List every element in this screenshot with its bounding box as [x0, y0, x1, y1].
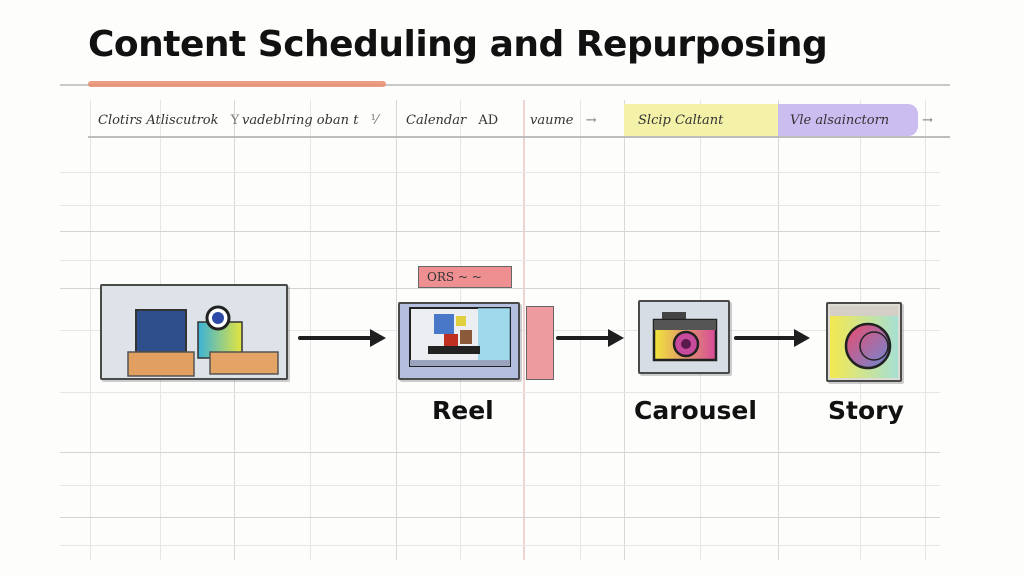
header-cell[interactable]: Clotirs Atliscutrok Y [98, 113, 240, 128]
reel-tag: ORS ~ ~ [418, 266, 512, 288]
grid-line [60, 288, 940, 289]
story-card[interactable] [826, 302, 902, 382]
arrow-right-icon: → [922, 113, 933, 128]
carousel-card[interactable] [638, 300, 730, 374]
reel-side-panel [526, 306, 554, 380]
header-divider [88, 136, 950, 138]
header-cell-highlight-yellow[interactable]: Slcip Caltant [624, 104, 778, 136]
header-cell-calendar[interactable]: Calendar AD [406, 113, 499, 128]
header-cell[interactable]: vaume → [530, 113, 597, 128]
video-reel-icon [409, 307, 511, 367]
camera-icon [652, 312, 718, 362]
source-content-card[interactable] [100, 284, 288, 380]
step-label-reel: Reel [432, 396, 494, 425]
story-circle-icon [830, 306, 898, 378]
grid-line [60, 485, 940, 486]
schedule-header-row: Clotirs Atliscutrok Y vadeblring oban t … [88, 104, 950, 136]
grid-line [60, 205, 940, 206]
grid-line [60, 172, 940, 173]
step-label-carousel: Carousel [634, 396, 757, 425]
header-cell[interactable]: vadeblring oban t ⅟ [242, 113, 378, 128]
grid-line [60, 231, 940, 232]
title-accent-stroke [88, 81, 386, 87]
grid-line [60, 260, 940, 261]
header-cell-highlight-purple[interactable]: Vle alsainctorn [778, 104, 918, 136]
grid-line [60, 545, 940, 546]
step-label-story: Story [828, 396, 904, 425]
grid-line [60, 392, 940, 393]
grid-line [60, 452, 940, 453]
grid-line [60, 517, 940, 518]
page-title: Content Scheduling and Repurposing [88, 24, 828, 65]
title-underline [60, 84, 950, 86]
devices-icon [127, 305, 279, 377]
reel-card[interactable] [398, 302, 520, 380]
